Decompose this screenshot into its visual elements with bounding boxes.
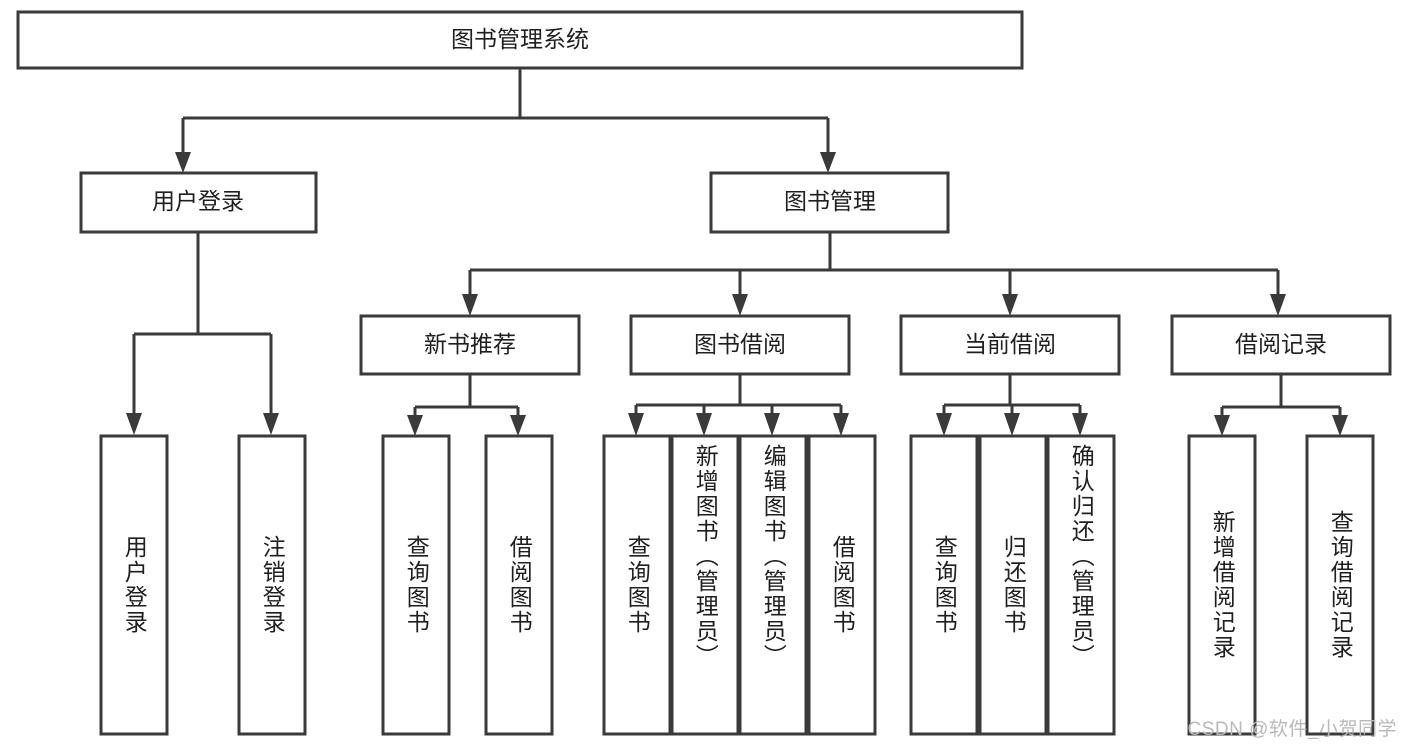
node-current-borrow[interactable]: 当前借阅 <box>899 314 1121 376</box>
leaf-box-add-borrow-record[interactable] <box>1187 434 1257 736</box>
arrow-head-icon <box>1332 415 1348 436</box>
node-root-box[interactable] <box>16 10 1024 70</box>
arrow-head-icon <box>175 152 191 173</box>
node-book-borrow[interactable]: 图书借阅 <box>629 314 851 376</box>
node-current-borrow-label: 当前借阅 <box>964 331 1056 357</box>
arrow-head-icon <box>1270 294 1286 316</box>
node-root-label: 图书管理系统 <box>451 26 589 52</box>
arrow-head-icon <box>764 413 780 436</box>
arrow-head-icon <box>263 413 279 435</box>
node-book-management[interactable]: 图书管理 <box>709 171 950 234</box>
leaf-box-borrow-book[interactable] <box>807 434 877 736</box>
leaf-box-borrow-book-recommend[interactable] <box>484 434 554 736</box>
connector-user-login-to-leaves <box>126 232 279 435</box>
arrow-head-icon <box>462 294 478 316</box>
leaf-box-query-book-recommend[interactable] <box>381 434 451 736</box>
arrow-head-icon <box>1214 415 1230 436</box>
node-borrow-record-label: 借阅记录 <box>1235 331 1327 357</box>
node-borrow-record[interactable]: 借阅记录 <box>1170 314 1392 376</box>
arrow-head-icon <box>696 413 712 436</box>
node-root[interactable]: 图书管理系统 <box>16 10 1024 70</box>
node-user-login-box[interactable] <box>79 171 318 234</box>
connector-borrow-record-to-leaves <box>1214 374 1348 436</box>
leaf-box-user-login[interactable] <box>99 434 169 736</box>
arrow-head-icon <box>510 415 526 436</box>
arrow-head-icon <box>820 152 836 173</box>
node-new-book-recommend[interactable]: 新书推荐 <box>359 314 581 376</box>
leaf-box-logout[interactable] <box>237 434 307 736</box>
leaf-box-return-book[interactable] <box>978 434 1048 736</box>
node-new-book-recommend-box[interactable] <box>359 314 581 376</box>
connector-new-book-recommend-to-leaves <box>407 374 526 436</box>
arrow-head-icon <box>936 413 952 436</box>
leaf-box-edit-book-admin[interactable] <box>738 434 808 736</box>
node-current-borrow-box[interactable] <box>899 314 1121 376</box>
node-user-login[interactable]: 用户登录 <box>79 171 318 234</box>
arrow-head-icon <box>126 413 142 435</box>
arrow-head-icon <box>732 294 748 316</box>
leaf-box-query-borrow-record[interactable] <box>1305 434 1375 736</box>
connector-root-to-level2 <box>175 68 836 173</box>
leaf-box-add-book-admin[interactable] <box>670 434 740 736</box>
arrow-head-icon <box>1072 413 1088 436</box>
node-book-management-label: 图书管理 <box>784 188 876 214</box>
arrow-head-icon <box>628 413 644 436</box>
connector-current-borrow-to-leaves <box>936 374 1088 436</box>
connector-book-management-to-level3 <box>462 232 1286 316</box>
leaf-box-query-book-current[interactable] <box>909 434 979 736</box>
arrow-head-icon <box>1004 413 1020 436</box>
arrow-head-icon <box>407 415 423 436</box>
arrow-head-icon <box>833 413 849 436</box>
node-book-borrow-label: 图书借阅 <box>694 331 786 357</box>
leaf-box-confirm-return-admin[interactable] <box>1046 434 1116 736</box>
arrow-head-icon <box>1002 294 1018 316</box>
node-user-login-label: 用户登录 <box>152 188 244 214</box>
leaf-box-query-book-borrow[interactable] <box>602 434 672 736</box>
connector-book-borrow-to-leaves <box>628 374 849 436</box>
node-new-book-recommend-label: 新书推荐 <box>424 331 516 357</box>
